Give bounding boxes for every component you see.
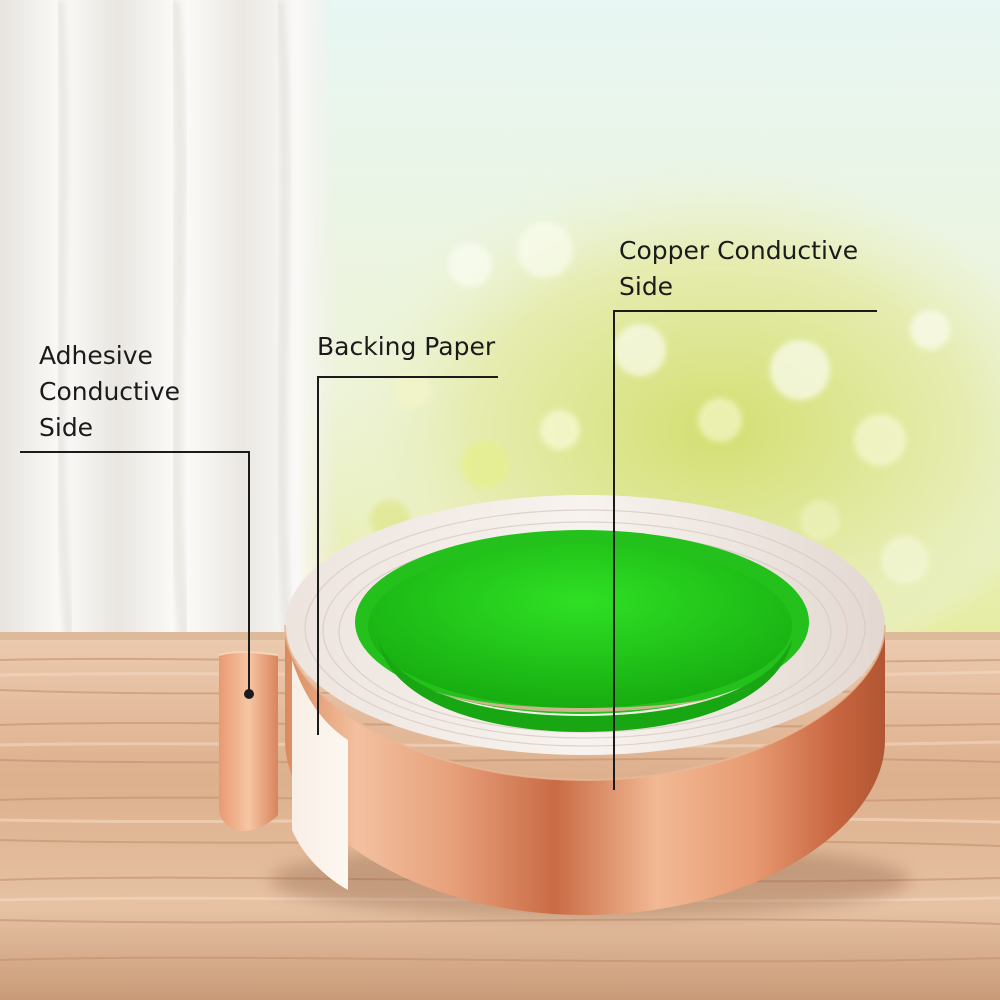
adhesive-callout-line <box>20 451 250 694</box>
label-line: Copper Conductive <box>619 236 859 265</box>
backing-callout-line <box>317 376 498 735</box>
adhesive-callout-dot <box>244 689 254 699</box>
backing-paper-label: Backing Paper <box>317 329 495 365</box>
label-line: Conductive <box>39 377 180 406</box>
copper-callout-line <box>613 310 877 790</box>
label-line: Adhesive <box>39 341 153 370</box>
adhesive-conductive-side-label: Adhesive Conductive Side <box>39 338 180 446</box>
label-line: Side <box>619 272 674 301</box>
label-line: Side <box>39 413 94 442</box>
label-line: Backing Paper <box>317 332 496 361</box>
copper-conductive-side-label: Copper Conductive Side <box>619 233 858 305</box>
